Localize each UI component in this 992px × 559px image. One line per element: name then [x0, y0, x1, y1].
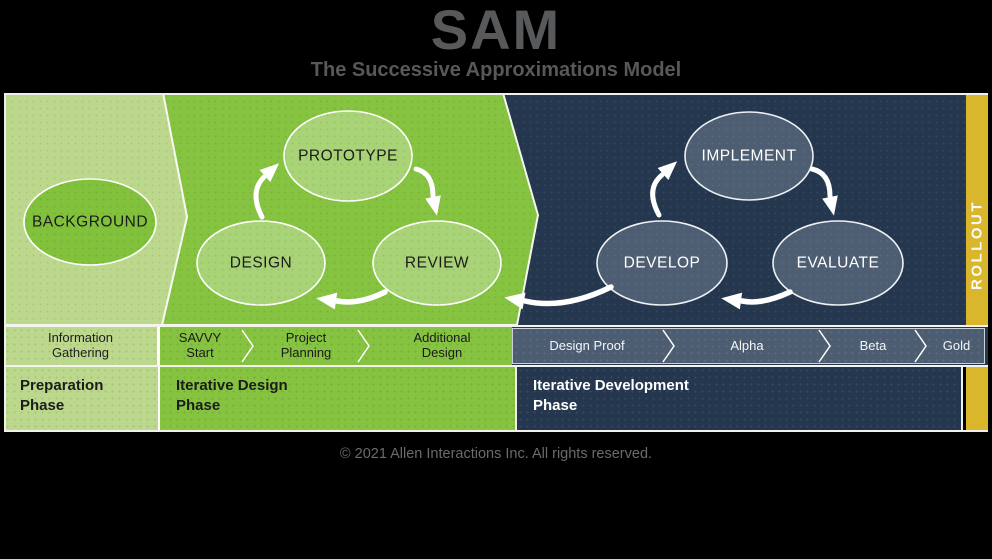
arrow-implement-to-evaluate-icon [809, 166, 838, 216]
arrow-review-to-design-icon [316, 289, 388, 310]
timeline-beta: Beta [859, 337, 887, 353]
sam-diagram: BACKGROUND PROTOTYPE DESIGN REVIEW IMPLE [4, 93, 988, 432]
timeline-development-band-wrap: Design Proof Alpha Beta Gold [512, 327, 988, 365]
phase-row: Preparation Phase Iterative Design Phase… [4, 367, 988, 430]
arrow-develop-to-implement-icon [650, 161, 678, 218]
timeline-alpha: Alpha [730, 337, 764, 353]
chevron-right-icon [240, 327, 256, 365]
node-background: BACKGROUND [23, 178, 157, 266]
arrow-design-to-prototype-icon [253, 163, 280, 220]
phase-preparation: Preparation Phase [4, 367, 160, 430]
chevron-right-icon [817, 329, 833, 363]
node-prototype: PROTOTYPE [283, 110, 413, 202]
node-design-label: DESIGN [230, 255, 292, 272]
diagram-border-top [4, 93, 988, 95]
diagram-border-bottom [4, 430, 988, 432]
node-design: DESIGN [196, 220, 326, 306]
node-develop-label: DEVELOP [624, 255, 701, 272]
timeline-design-proof: Design Proof [549, 337, 625, 353]
arrow-develop-to-review-icon [504, 284, 614, 310]
phase-iterative-development: Iterative Development Phase [515, 367, 963, 430]
timeline-information-gathering: Information Gathering [4, 327, 160, 365]
arrow-prototype-to-review-icon [413, 166, 441, 216]
page-subtitle: The Successive Approximations Model [310, 59, 682, 81]
chevron-right-icon [913, 329, 929, 363]
phase-rollout-sliver [963, 367, 988, 430]
timeline-project-planning: Project Planning [280, 330, 332, 360]
copyright-text: © 2021 Allen Interactions Inc. All right… [339, 446, 653, 462]
node-evaluate-label: EVALUATE [797, 255, 880, 272]
arrow-evaluate-to-develop-icon [721, 289, 793, 310]
chevron-right-icon [356, 327, 372, 365]
node-develop: DEVELOP [596, 220, 728, 306]
node-background-label: BACKGROUND [32, 214, 148, 231]
node-review: REVIEW [372, 220, 502, 306]
chevron-right-icon [661, 329, 677, 363]
timeline-row: Information Gathering SAVVY Start Projec… [4, 325, 988, 367]
node-evaluate: EVALUATE [772, 220, 904, 306]
node-implement: IMPLEMENT [684, 111, 814, 201]
cycle-region: BACKGROUND PROTOTYPE DESIGN REVIEW IMPLE [4, 93, 988, 325]
rollout-label: ROLLOUT [968, 200, 986, 290]
timeline-additional-design: Additional Design [413, 330, 471, 360]
timeline-savvy-start: SAVVY Start [178, 330, 222, 360]
phase-iterative-design: Iterative Design Phase [160, 367, 515, 430]
timeline-development-band: Design Proof Alpha Beta Gold [512, 328, 985, 364]
page-title: SAM [430, 0, 562, 61]
node-review-label: REVIEW [405, 255, 469, 272]
node-implement-label: IMPLEMENT [702, 148, 797, 165]
timeline-design-band: SAVVY Start Project Planning Additional … [160, 327, 512, 365]
node-prototype-label: PROTOTYPE [298, 148, 398, 165]
timeline-gold: Gold [942, 337, 971, 353]
diagram-border-left [4, 93, 6, 432]
